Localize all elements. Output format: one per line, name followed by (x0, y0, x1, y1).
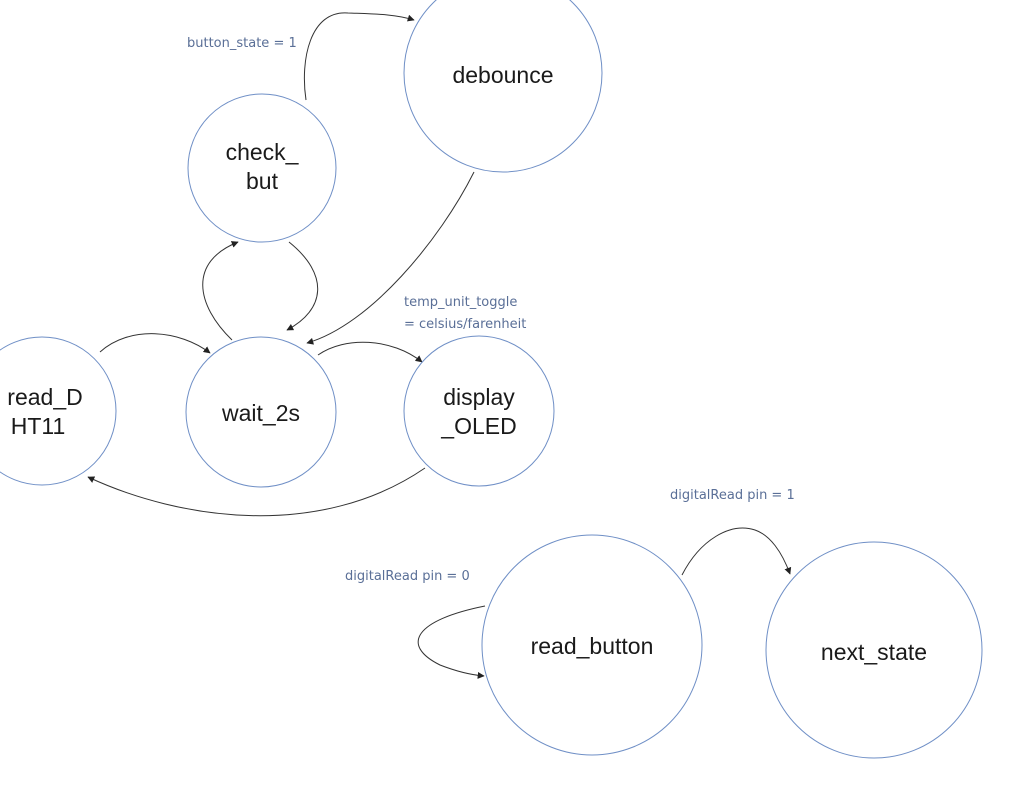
edge-display-oled-to-read-dht11 (87, 467, 426, 517)
edge-read-button-self-loop (417, 605, 486, 679)
transition-label-button-state: button_state = 1 (187, 36, 297, 51)
state-display-oled-label-line1: display (443, 384, 515, 410)
edge-wait-2s-to-display-oled (317, 341, 423, 363)
state-read-dht11: read_D HT11 (0, 336, 117, 486)
edge-check-but-to-wait-2s (286, 241, 319, 331)
state-read-dht11-label-line1: read_D (7, 384, 82, 410)
state-display-oled: display _OLED (403, 335, 555, 487)
state-display-oled-label-line2: _OLED (440, 413, 516, 439)
state-check-but: check_ but (187, 93, 337, 243)
edge-check-but-to-debounce (303, 12, 415, 101)
state-read-dht11-label-line2: HT11 (11, 413, 66, 439)
transition-label-pin-low: digitalRead pin = 0 (345, 569, 470, 584)
state-debounce-label: debounce (452, 62, 553, 88)
state-debounce: debounce (403, 0, 603, 173)
edges (87, 12, 792, 679)
state-read-button: read_button (481, 534, 703, 756)
transition-label-pin-high: digitalRead pin = 1 (670, 488, 795, 503)
state-check-but-label-line2: but (246, 168, 279, 194)
state-read-button-label: read_button (531, 633, 654, 659)
state-next-state: next_state (765, 541, 983, 759)
transition-label-temp-unit-line2: = celsius/farenheit (404, 317, 526, 332)
state-wait-2s-label: wait_2s (221, 400, 300, 426)
state-wait-2s: wait_2s (185, 336, 337, 488)
state-next-state-label: next_state (821, 639, 927, 665)
edge-read-button-to-next-state (681, 527, 792, 576)
state-check-but-label-line1: check_ (226, 139, 300, 165)
edge-debounce-to-wait-2s (306, 171, 475, 345)
transition-label-temp-unit-line1: temp_unit_toggle (404, 295, 517, 310)
edge-wait-2s-to-check-but (202, 241, 239, 341)
edge-read-dht11-to-wait-2s (99, 333, 211, 354)
